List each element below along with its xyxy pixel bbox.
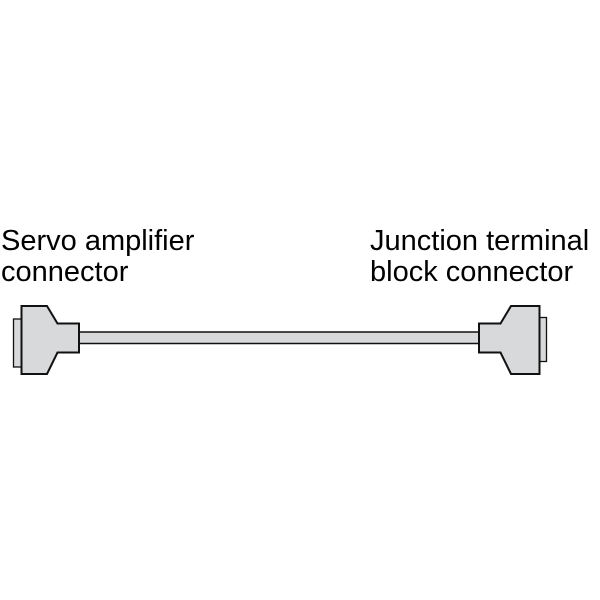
junction-terminal-block-connector-label-line2: block connector	[370, 256, 574, 288]
servo-amplifier-connector-label: Servo amplifier connector	[1, 226, 194, 288]
junction-terminal-block-connector-label: Junction terminal block connector	[370, 226, 589, 288]
junction-connector-body	[478, 305, 541, 375]
servo-amplifier-connector-label-line2: connector	[1, 256, 129, 288]
servo-connector-body	[20, 305, 80, 375]
servo-amplifier-connector-label-line1: Servo amplifier	[1, 225, 195, 257]
junction-terminal-block-connector-label-line1: Junction terminal	[370, 225, 590, 257]
cable	[69, 331, 531, 345]
